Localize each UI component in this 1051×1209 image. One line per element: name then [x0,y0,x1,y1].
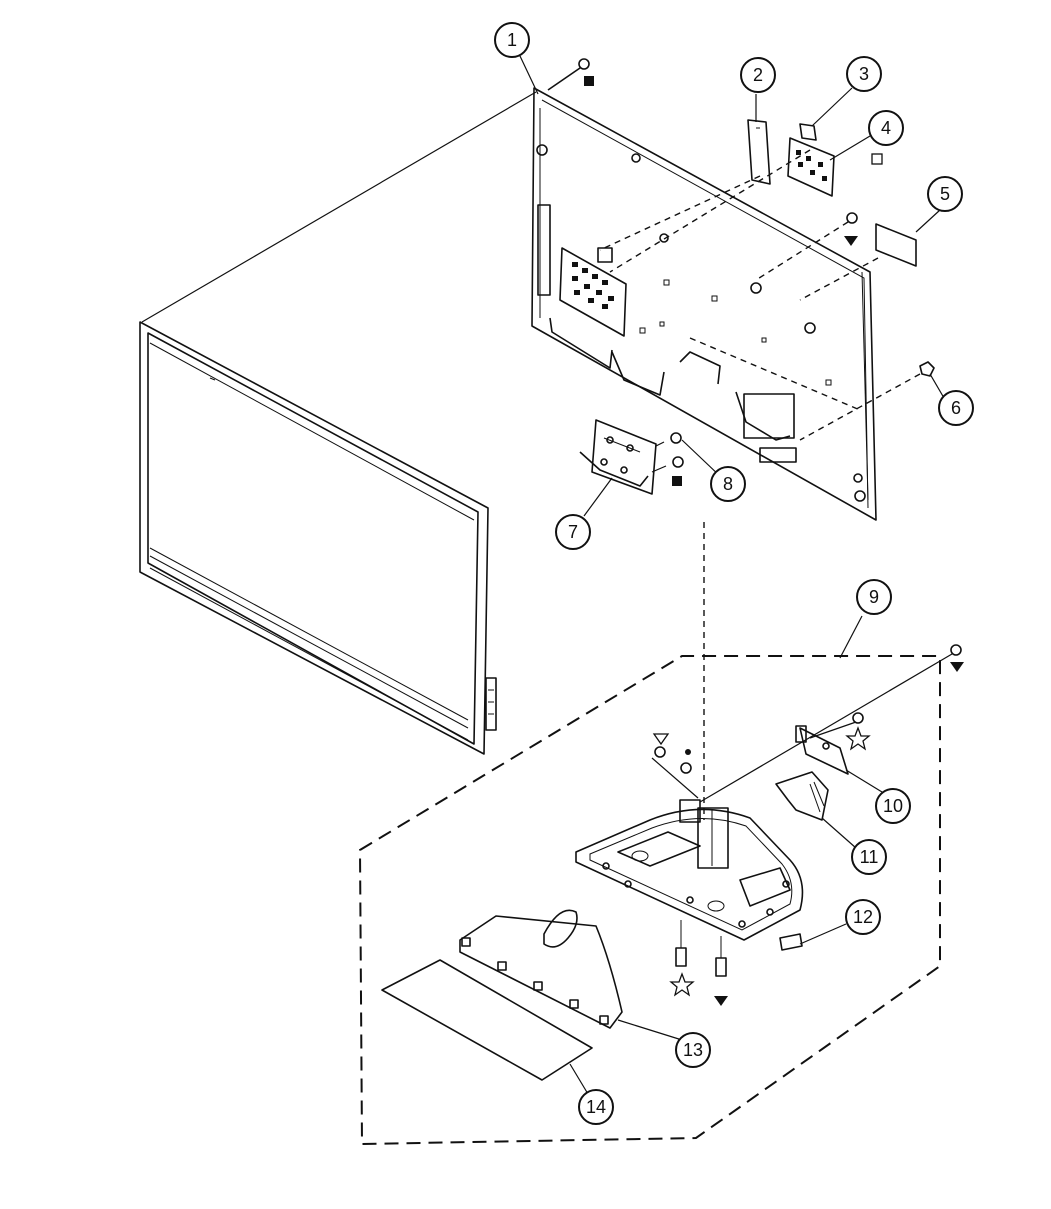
callout-7: 7 [555,514,591,550]
callout-2: 2 [740,57,776,93]
back-cover-assembly-lines [599,149,921,441]
callout-label: 9 [869,587,879,607]
stand-base-plate [575,799,804,941]
sheet-part-14 [381,959,593,1081]
callout-6: 6 [938,390,974,426]
callout-1: 1 [494,22,530,58]
cover-part-11 [775,771,829,821]
screw-top [547,58,590,91]
callout-12: 12 [845,899,881,935]
callout-13: 13 [675,1032,711,1068]
callout-3: 3 [846,56,882,92]
star-symbol [669,726,871,997]
callout-9: 9 [856,579,892,615]
bracket-part-7 [579,419,657,495]
neck-cover-part-13 [459,909,623,1029]
callout-label: 6 [951,398,961,418]
stand-assembly-boundary [358,655,941,1146]
filled-triangle-symbol [714,236,964,1006]
callout-label: 2 [753,65,763,85]
label-part-5 [875,223,917,267]
callout-label: 10 [883,796,903,816]
callout-label: 12 [853,907,873,927]
callout-14: 14 [578,1089,614,1125]
callout-5: 5 [927,176,963,212]
callout-label: 5 [940,184,950,204]
callout-4: 4 [868,110,904,146]
back-cover [531,87,877,521]
hook-part-6 [919,361,935,377]
callout-label: 13 [683,1040,703,1060]
filled-square-symbol [584,76,682,486]
callout-11: 11 [851,839,887,875]
callout-label: 11 [860,847,879,867]
callout-leaders [519,55,945,1095]
open-triangle-symbol [652,733,670,746]
screws-part-8 [651,432,684,473]
callout-10: 10 [875,788,911,824]
stand-bolts [651,644,962,977]
board-part-4 [787,137,835,197]
clip-part-3 [799,123,817,141]
dot-symbol [685,749,691,755]
tab-part-12 [779,933,803,951]
screw-mid [846,212,858,224]
callout-label: 3 [859,64,869,84]
bracket-part-10 [795,725,849,775]
callout-label: 4 [881,118,891,138]
display-panel [139,321,497,755]
panel-to-cover-line [141,91,537,323]
bracket-part-2 [747,119,771,185]
callout-label: 1 [507,30,517,50]
callout-label: 7 [568,522,578,542]
callout-label: 14 [586,1097,606,1117]
callout-8: 8 [710,466,746,502]
open-square-symbol [871,153,883,165]
callout-label: 8 [723,474,733,494]
